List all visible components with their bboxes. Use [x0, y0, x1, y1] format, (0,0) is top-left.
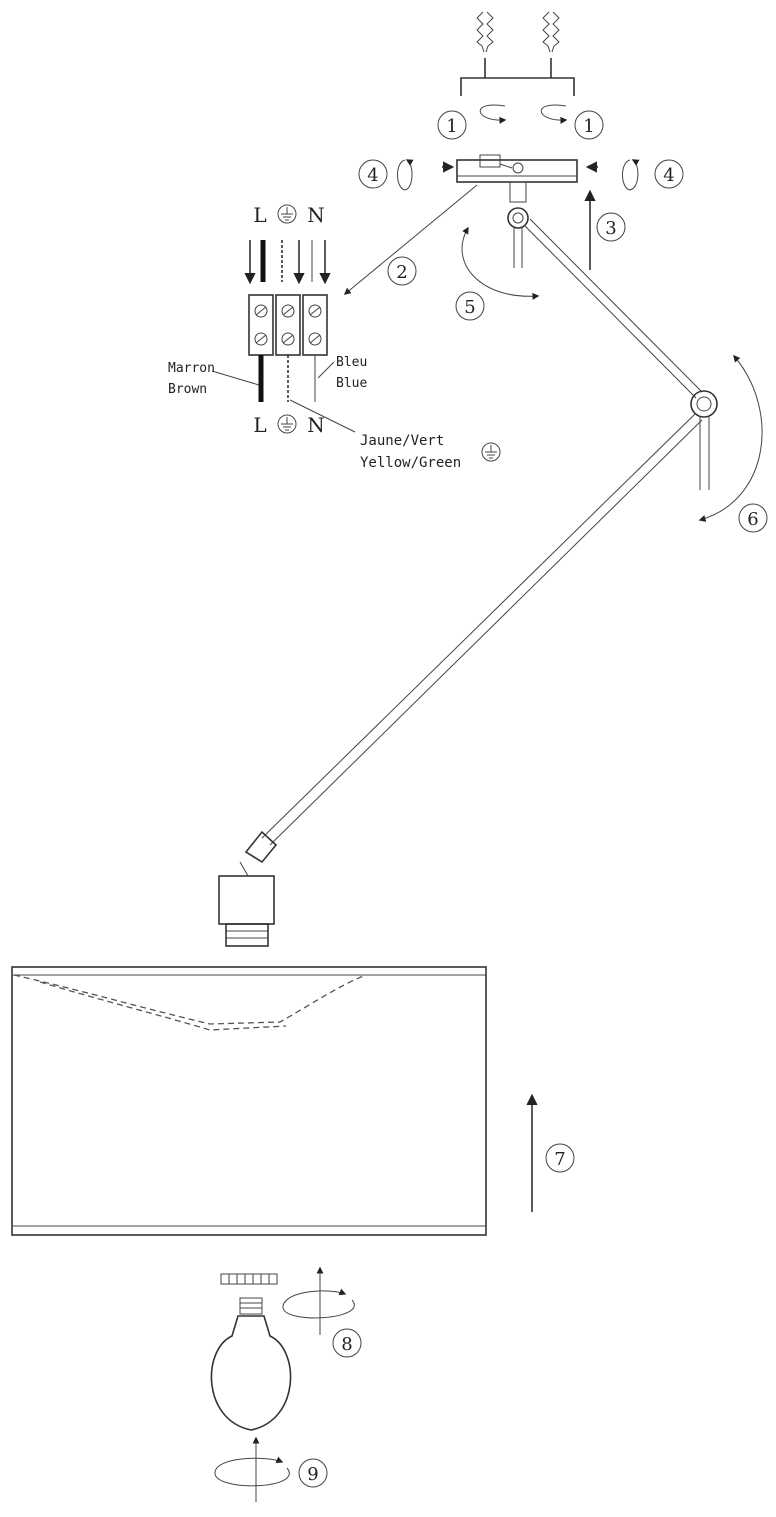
step-2-arrow — [343, 184, 478, 295]
step-1-left-marker: 1 — [437, 110, 467, 140]
step-1-right-marker: 1 — [574, 110, 604, 140]
wire-blue-french-label: Bleu — [336, 355, 367, 370]
terminal-bottom-neutral-label: N — [307, 413, 325, 437]
step-8-rotation-arrow — [282, 1288, 355, 1319]
terminal-bottom-live-label: L — [253, 413, 266, 437]
terminal-block: L N L — [211, 203, 356, 437]
step-6-label: 6 — [747, 509, 758, 530]
step-3-marker: 3 — [596, 212, 626, 242]
retaining-ring — [220, 1273, 278, 1285]
step-6-rotation-arrow — [698, 354, 763, 522]
wire-earth-english-label: Yellow/Green — [360, 455, 461, 471]
step-5-label: 5 — [464, 297, 475, 318]
ceiling-plate — [456, 154, 578, 183]
lamp-holder — [218, 830, 278, 947]
step-5-marker: 5 — [455, 291, 485, 321]
step-4-right-marker: 4 — [622, 159, 684, 191]
terminal-top-neutral-label: N — [307, 203, 325, 227]
step-7-label: 7 — [554, 1149, 565, 1170]
step-7-marker: 7 — [545, 1143, 575, 1173]
step-9-rotation-arrow — [214, 1456, 290, 1487]
step-9-label: 9 — [307, 1464, 318, 1485]
step-8-marker: 8 — [332, 1328, 362, 1358]
terminal-top-live-label: L — [253, 203, 266, 227]
step-5-rotation-arrow — [461, 226, 540, 300]
step-4-left-label: 4 — [367, 165, 378, 186]
earth-symbol-legend-icon — [481, 442, 501, 462]
wire-earth-french-label: Jaune/Vert — [360, 433, 444, 449]
elbow-joint — [690, 390, 718, 490]
lower-arm — [261, 413, 703, 846]
upper-swivel-joint — [507, 181, 529, 268]
upper-arm — [523, 218, 703, 399]
wall-anchor-right-icon — [542, 11, 560, 78]
step-3-label: 3 — [605, 218, 616, 239]
lampshade — [11, 966, 487, 1236]
light-bulb-icon — [210, 1297, 292, 1431]
earth-symbol-bottom-icon — [277, 414, 297, 434]
mounting-bracket — [460, 77, 575, 96]
step-2-marker: 2 — [387, 256, 417, 286]
step-4-left-marker: 4 — [358, 159, 414, 191]
wire-brown-english-label: Brown — [168, 382, 207, 397]
step-1-right-label: 1 — [583, 116, 594, 137]
step-8-label: 8 — [341, 1334, 352, 1355]
step-1-left-label: 1 — [446, 116, 457, 137]
step-1-rotation-arrows — [479, 104, 568, 124]
step-2-label: 2 — [396, 262, 407, 283]
wire-brown-french-label: Marron — [168, 361, 215, 376]
wall-anchor-left-icon — [476, 11, 494, 78]
step-4-right-label: 4 — [663, 165, 674, 186]
earth-symbol-top-icon — [277, 204, 297, 224]
wire-blue-english-label: Blue — [336, 376, 367, 391]
step-9-marker: 9 — [298, 1458, 328, 1488]
step-6-marker: 6 — [738, 503, 768, 533]
